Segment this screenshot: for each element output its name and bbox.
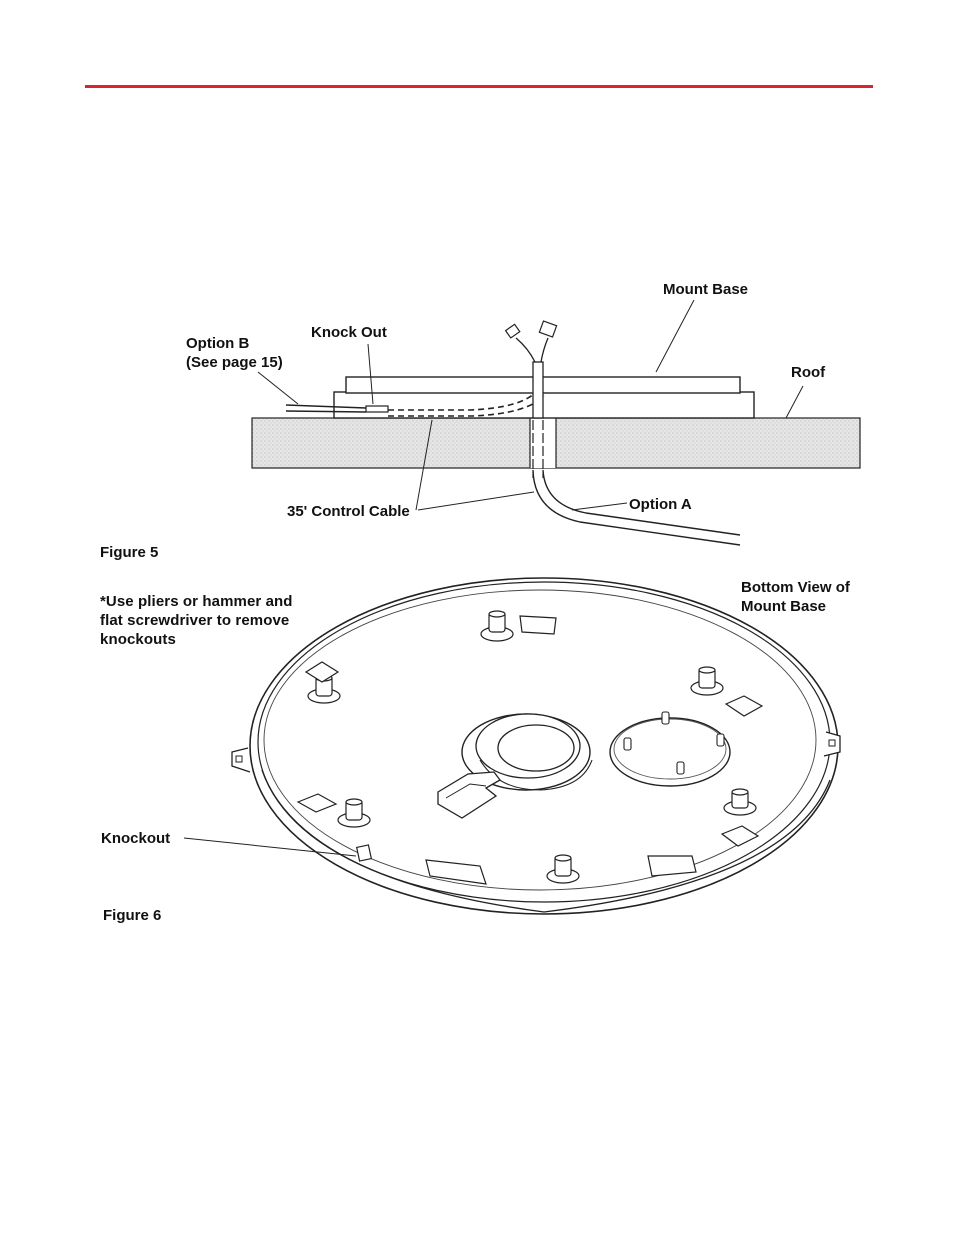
figure-6-caption: Figure 6 <box>103 906 161 925</box>
mounting-plate <box>610 718 730 786</box>
label-control-cable: 35' Control Cable <box>287 502 410 521</box>
knockout-removal-note: *Use pliers or hammer and flat screwdriv… <box>100 592 293 649</box>
label-knock-out: Knock Out <box>311 323 387 342</box>
figure-5-caption: Figure 5 <box>100 543 158 562</box>
label-mount-base: Mount Base <box>663 280 748 299</box>
label-option-b: Option B (See page 15) <box>186 334 283 372</box>
label-option-a: Option A <box>629 495 692 514</box>
label-bottom-view: Bottom View of Mount Base <box>741 578 850 616</box>
label-roof: Roof <box>791 363 825 382</box>
label-knockout: Knockout <box>101 829 170 848</box>
